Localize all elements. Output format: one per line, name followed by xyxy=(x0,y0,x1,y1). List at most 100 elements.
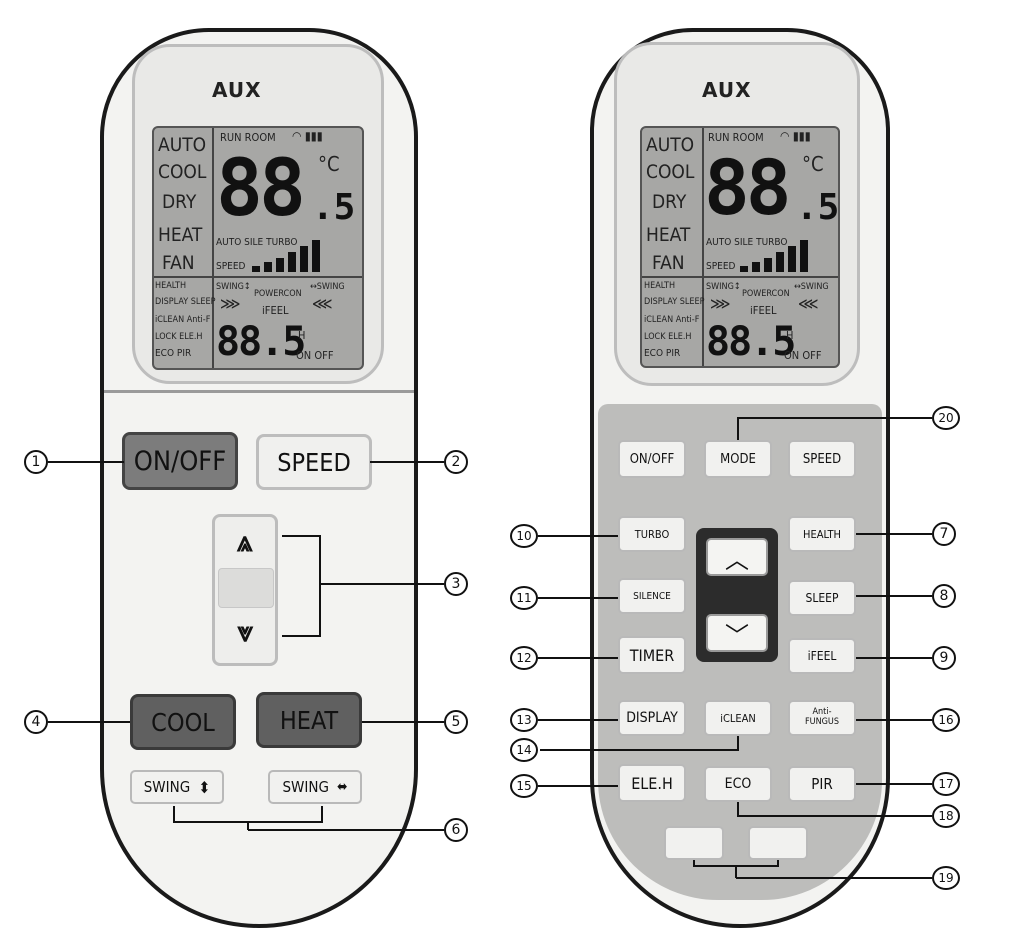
left-cool-button[interactable]: COOL xyxy=(130,694,236,750)
right-mode-button[interactable]: MODE xyxy=(704,440,772,478)
up-down-arrow-icon: ⬍ xyxy=(198,777,211,797)
left-temp-up-button[interactable]: ⩓ xyxy=(237,525,253,558)
right-lcd-powercon: POWERCON xyxy=(742,289,790,299)
right-timer-button[interactable]: TIMER xyxy=(618,636,686,674)
right-temp-up-button[interactable]: ︿ xyxy=(706,538,768,576)
left-lcd-speed-label: SPEED xyxy=(216,261,246,272)
right-lcd-swing-h: ↔SWING xyxy=(794,282,829,292)
right-blank-button-2[interactable] xyxy=(748,826,808,860)
right-lcd-temp-digits: 88 xyxy=(704,143,791,232)
right-lcd-mode-heat: HEAT xyxy=(646,224,691,246)
left-lcd-powercon: POWERCON xyxy=(254,289,302,299)
right-ifeel-button[interactable]: iFEEL xyxy=(788,638,856,674)
right-lcd-status: RUN ROOM xyxy=(708,131,764,144)
left-lcd-swing-h: ↔SWING xyxy=(310,282,345,292)
right-pir-button[interactable]: PIR xyxy=(788,766,856,802)
left-lcd-temp-decimal: .5 xyxy=(312,187,356,228)
callout-18: 18 xyxy=(932,804,960,828)
right-blank-button-1[interactable] xyxy=(664,826,724,860)
left-lcd-func-1: DISPLAY SLEEP xyxy=(155,297,216,307)
left-lcd-func-2: iCLEAN Anti-F xyxy=(155,315,211,325)
callout-6: 6 xyxy=(444,818,468,842)
left-temp-down-button[interactable]: ⩔ xyxy=(237,615,253,648)
callout-12: 12 xyxy=(510,646,538,670)
right-iclean-button[interactable]: iCLEAN xyxy=(704,700,772,736)
right-turbo-button[interactable]: TURBO xyxy=(618,516,686,552)
right-lcd-timer-unit: H xyxy=(786,329,794,342)
callout-4: 4 xyxy=(24,710,48,734)
callout-7: 7 xyxy=(932,522,956,546)
right-anti-fungus-button[interactable]: Anti- FUNGUS xyxy=(788,700,856,736)
callout-3: 3 xyxy=(444,572,468,596)
callout-14: 14 xyxy=(510,738,538,762)
left-heat-button[interactable]: HEAT xyxy=(256,692,362,748)
right-lcd-func-2: iCLEAN Anti-F xyxy=(644,315,700,325)
right-lcd-swing-v: SWING↕ xyxy=(706,282,741,292)
left-swing-vertical-button[interactable]: SWING ⬍ xyxy=(130,770,224,804)
callout-19: 19 xyxy=(932,866,960,890)
left-lcd-speed-modes: AUTO SILE TURBO xyxy=(216,237,298,248)
right-on-off-button[interactable]: ON/OFF xyxy=(618,440,686,478)
left-swing-v-label: SWING xyxy=(143,778,191,796)
left-lcd-divider-h xyxy=(154,276,362,278)
left-lcd-speed-bars xyxy=(252,240,320,272)
left-lcd-on-off: ON OFF xyxy=(296,349,334,362)
left-on-off-button[interactable]: ON/OFF xyxy=(122,432,238,490)
right-lcd-func-0: HEALTH xyxy=(644,281,676,291)
right-temp-down-button[interactable]: ﹀ xyxy=(706,614,768,652)
left-brand-logo: AUX xyxy=(212,78,262,102)
callout-8: 8 xyxy=(932,584,956,608)
right-lcd-swing-fan-right-icon: ⋘ xyxy=(798,294,819,313)
left-lcd-mode-dry: DRY xyxy=(162,191,197,213)
left-lcd-timer-digits: 88.5 xyxy=(216,319,306,365)
right-lcd-divider-v xyxy=(702,128,704,366)
callout-1: 1 xyxy=(24,450,48,474)
callout-10: 10 xyxy=(510,524,538,548)
right-lcd-func-1: DISPLAY SLEEP xyxy=(644,297,705,307)
right-lcd-on-off: ON OFF xyxy=(784,349,822,362)
right-lcd-divider-h xyxy=(642,276,838,278)
right-lcd-speed-bars xyxy=(740,240,808,272)
right-lcd-mode-dry: DRY xyxy=(652,191,687,213)
left-lcd-temp-unit: °C xyxy=(318,152,340,176)
left-lcd-ifeel: iFEEL xyxy=(262,304,289,317)
left-lcd-timer-unit: H xyxy=(298,329,306,342)
callout-2: 2 xyxy=(444,450,468,474)
left-lcd-screen xyxy=(152,126,364,370)
right-lcd-timer-digits: 88.5 xyxy=(706,319,796,365)
left-swing-horizontal-button[interactable]: SWING ⬌ xyxy=(268,770,362,804)
right-lcd-speed-label: SPEED xyxy=(706,261,736,272)
right-health-button[interactable]: HEALTH xyxy=(788,516,856,552)
right-display-button[interactable]: DISPLAY xyxy=(618,700,686,736)
right-lcd-mode-fan: FAN xyxy=(652,252,685,274)
right-speed-button[interactable]: SPEED xyxy=(788,440,856,478)
left-lcd-func-3: LOCK ELE.H xyxy=(155,332,203,342)
left-lcd-divider-v xyxy=(212,128,214,368)
callout-16: 16 xyxy=(932,708,960,732)
right-lcd-wifi-battery-icon: ◠ ▮▮▮ xyxy=(780,129,811,143)
right-silence-button[interactable]: SILENCE xyxy=(618,578,686,614)
left-lcd-mode-heat: HEAT xyxy=(158,224,203,246)
right-lcd-temp-unit: °C xyxy=(802,152,824,176)
left-swing-h-label: SWING xyxy=(282,778,329,796)
right-lcd-ifeel: iFEEL xyxy=(750,304,777,317)
left-lcd-func-0: HEALTH xyxy=(155,281,187,291)
right-eco-button[interactable]: ECO xyxy=(704,766,772,802)
right-eleh-button[interactable]: ELE.H xyxy=(618,764,686,802)
left-lcd-mode-auto: AUTO xyxy=(158,134,207,156)
left-right-arrow-icon: ⬌ xyxy=(336,779,348,795)
left-speed-button[interactable]: SPEED xyxy=(256,434,372,490)
left-lcd-swing-fan-right-icon: ⋘ xyxy=(312,294,333,313)
callout-13: 13 xyxy=(510,708,538,732)
callout-20: 20 xyxy=(932,406,960,430)
callout-17: 17 xyxy=(932,772,960,796)
right-sleep-button[interactable]: SLEEP xyxy=(788,580,856,616)
right-lcd-swing-fan-left-icon: ⋙ xyxy=(710,294,731,313)
left-lcd-swing-fan-left-icon: ⋙ xyxy=(220,294,241,313)
right-lcd-mode-auto: AUTO xyxy=(646,134,695,156)
right-brand-logo: AUX xyxy=(702,78,752,102)
callout-11: 11 xyxy=(510,586,538,610)
left-lcd-temp-digits: 88 xyxy=(216,144,306,234)
left-lcd-func-4: ECO PIR xyxy=(155,348,192,359)
left-remote-divider xyxy=(104,390,414,393)
